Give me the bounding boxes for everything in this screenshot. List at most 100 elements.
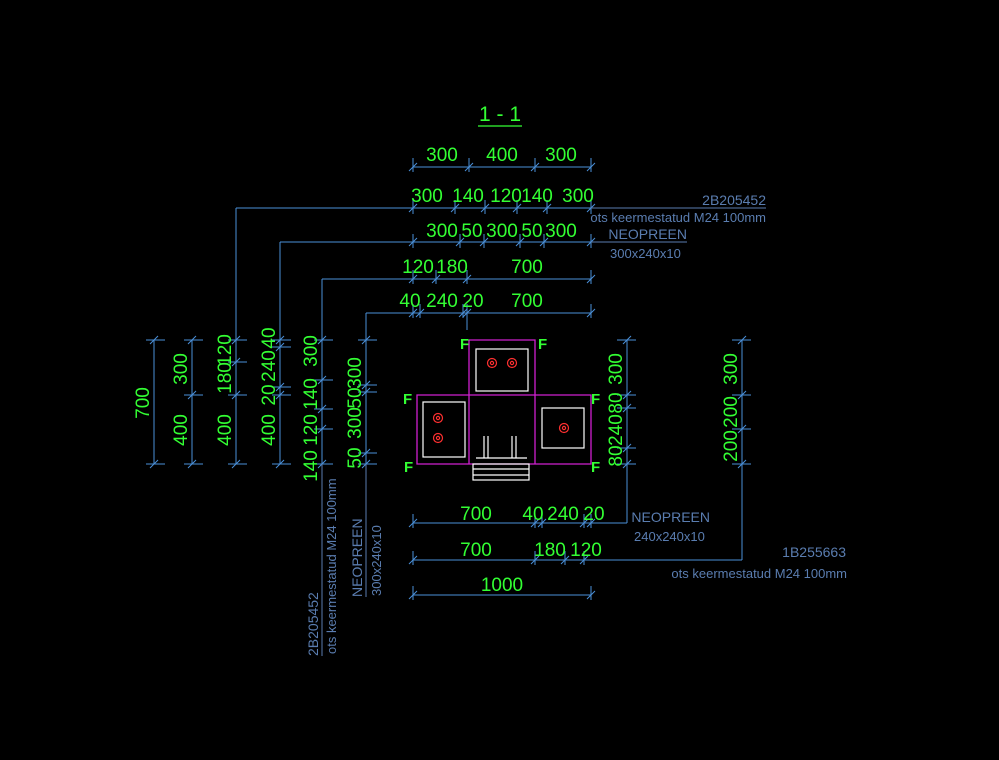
left-neopreen-size: 300x240x10 — [369, 525, 384, 596]
top-leader-anchor: 2B205452 ots keermestatud M24 100mm — [590, 192, 766, 225]
bottom-neopreen-size: 240x240x10 — [634, 529, 705, 544]
bolt-icon — [506, 357, 518, 369]
dim-text: 300 — [345, 407, 366, 439]
dim-text: 50 — [461, 221, 482, 242]
top-leader-neopreen: NEOPREEN 300x240x10 — [591, 226, 687, 261]
flag-f: F — [460, 336, 469, 353]
bottom-neopreen-label: NEOPREEN — [631, 509, 710, 525]
dim-text: 700 — [511, 257, 543, 278]
dim-text: 240 — [547, 504, 579, 525]
left-dimension-col-1: 700 — [133, 335, 165, 469]
dim-text: 240 — [259, 350, 280, 382]
dim-text: 200 — [721, 430, 742, 462]
left-dimension-col-2: 300 400 — [171, 335, 203, 469]
left-leader-anchor: 2B205452 ots keermestatud M24 100mm — [305, 464, 339, 656]
dim-text: 700 — [460, 540, 492, 561]
dim-text: 300 — [606, 353, 627, 385]
bottom-leader-neopreen: NEOPREEN 240x240x10 — [631, 509, 710, 544]
bottom-leader-anchor: 1B255663 ots keermestatud M24 100mm — [671, 544, 847, 581]
dim-text: 120 — [402, 257, 434, 278]
dim-text: 120 — [490, 186, 522, 207]
flag-f: F — [403, 391, 412, 408]
left-anchor-code: 2B205452 — [305, 592, 321, 656]
dim-text: 300 — [721, 353, 742, 385]
top-anchor-code: 2B205452 — [702, 192, 766, 208]
dim-text: 180 — [215, 362, 236, 394]
flag-f: F — [404, 459, 413, 476]
anchor-plate-left — [422, 401, 466, 458]
flag-f: F — [591, 459, 600, 476]
dim-text: 700 — [460, 504, 492, 525]
dim-text: 50 — [345, 387, 366, 408]
dim-text: 180 — [534, 540, 566, 561]
dim-text: 50 — [345, 447, 366, 468]
dim-text: 180 — [436, 257, 468, 278]
dim-text: 140 — [521, 186, 553, 207]
left-dimension-col-6: 300 50 300 50 — [345, 313, 377, 469]
bottom-dimension-row-2: 700 180 120 — [408, 540, 742, 565]
right-dimension-col-2: 300 200 200 — [721, 335, 751, 560]
dim-text: 20 — [259, 384, 280, 405]
dim-text: 700 — [133, 387, 154, 419]
dim-text: 300 — [301, 335, 322, 367]
dim-text: 400 — [171, 414, 192, 446]
dim-text: 300 — [426, 145, 458, 166]
dim-text: 20 — [583, 504, 604, 525]
top-dimension-row-5: 40 240 20 700 — [366, 291, 596, 330]
left-dimension-col-5: 300 140 120 140 — [301, 279, 333, 482]
dim-text: 40 — [399, 291, 420, 312]
bottom-dimension-row-1: 700 40 240 20 — [408, 504, 627, 528]
top-dimension-row-1: 300 400 300 — [408, 145, 596, 172]
dim-text: 300 — [562, 186, 594, 207]
top-dimension-row-2: 300 140 120 140 300 — [236, 186, 596, 214]
top-anchor-desc: ots keermestatud M24 100mm — [590, 210, 766, 225]
top-neopreen-size: 300x240x10 — [610, 246, 681, 261]
dim-text: 300 — [411, 186, 443, 207]
dim-text: 700 — [511, 291, 543, 312]
dim-text: 140 — [301, 450, 322, 482]
left-leader-neopreen: NEOPREEN 300x240x10 — [349, 464, 384, 597]
dim-text: 300 — [345, 357, 366, 389]
dim-text: 50 — [521, 221, 542, 242]
flag-f: F — [538, 336, 547, 353]
left-dimension-col-3: 120 180 400 — [215, 208, 247, 469]
dim-text: 40 — [522, 504, 543, 525]
left-dimension-col-4: 40 240 20 400 — [259, 242, 291, 469]
dim-text: 300 — [486, 221, 518, 242]
dim-text: 120 — [215, 334, 236, 366]
anchor-plate-right — [541, 407, 585, 449]
dim-text: 300 — [545, 145, 577, 166]
bolt-icon — [432, 432, 444, 444]
column-outline — [416, 339, 592, 465]
dim-text: 140 — [301, 378, 322, 410]
dim-text: 300 — [545, 221, 577, 242]
left-anchor-desc: ots keermestatud M24 100mm — [324, 478, 339, 654]
bottom-anchor-desc: ots keermestatud M24 100mm — [671, 566, 847, 581]
dim-text: 240 — [426, 291, 458, 312]
bolt-icon — [432, 412, 444, 424]
flag-f: F — [591, 391, 600, 408]
bottom-anchor-code: 1B255663 — [782, 544, 846, 560]
dim-text: 240 — [606, 414, 627, 446]
dim-text: 80 — [606, 392, 627, 413]
dim-text: 40 — [259, 327, 280, 348]
top-dimension-row-3: 300 50 300 50 300 — [280, 221, 596, 248]
dim-text: 400 — [486, 145, 518, 166]
dim-text: 200 — [721, 396, 742, 428]
top-neopreen-label: NEOPREEN — [608, 226, 687, 242]
dim-text: 120 — [570, 540, 602, 561]
anchor-plate-top — [475, 348, 529, 392]
bolt-icon — [486, 357, 498, 369]
dim-text: 20 — [462, 291, 483, 312]
plan-view: F F F F F F — [403, 336, 600, 481]
bottom-dimension-row-3: 1000 — [408, 575, 596, 600]
dim-text: 300 — [171, 353, 192, 385]
top-dimension-row-4: 120 180 700 — [322, 257, 596, 284]
dim-text: 400 — [259, 414, 280, 446]
dim-text: 120 — [301, 414, 322, 446]
right-dimension-col-1: 300 80 240 80 — [606, 335, 636, 523]
section-title: 1 - 1 — [479, 103, 521, 126]
dim-text: 400 — [215, 414, 236, 446]
dim-text: 140 — [452, 186, 484, 207]
bearing-icon — [472, 436, 530, 481]
